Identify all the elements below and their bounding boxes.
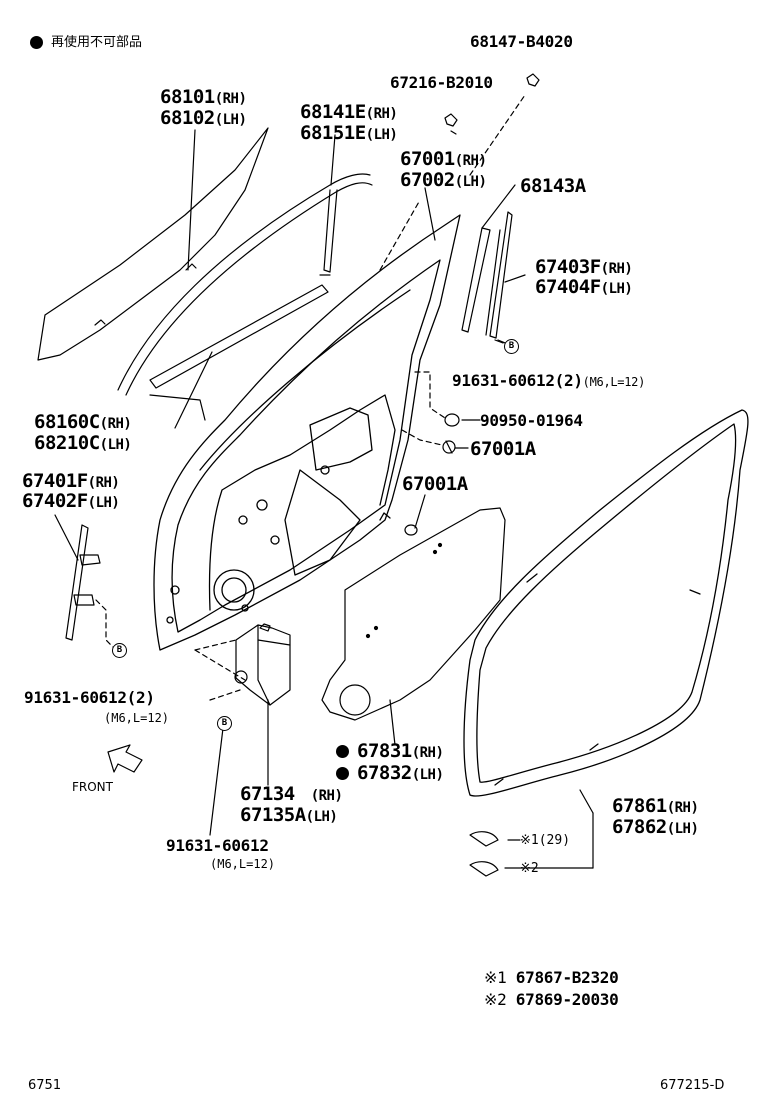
part-67135A: 67135A(LH) (240, 804, 338, 826)
door-glass-shape (37, 127, 269, 361)
part-67862: 67862(LH) (612, 816, 699, 838)
footnote-1: ※1 67867-B2320 (484, 968, 619, 987)
part-91631-upper: 91631-60612(2)(M6,L=12) (452, 371, 645, 390)
part-68151E: 68151E(LH) (300, 122, 398, 144)
part-91631-left: 91631-60612(2) (24, 688, 155, 707)
part-67001: 67001(RH) (400, 148, 487, 170)
clip-1-label: ※1(29) (520, 833, 571, 848)
part-90950: 90950-01964 (480, 411, 583, 430)
part-67001A-2: 67001A (402, 473, 468, 495)
part-68141E: 68141E(RH) (300, 101, 398, 123)
part-68147: 68147-B4020 (470, 32, 573, 51)
footer-left-code: 6751 (28, 1078, 62, 1093)
footer-right-code: 677215-D (660, 1078, 725, 1093)
part-67134: 67134(RH) (240, 783, 343, 805)
door-panel-shape (153, 214, 461, 651)
front-arrow-icon (107, 744, 143, 773)
part-68101: 68101(RH) (160, 86, 247, 108)
door-bracket-shape (234, 623, 291, 706)
part-67404F: 67404F(LH) (535, 276, 633, 298)
clip-2-label: ※2 (520, 861, 539, 876)
part-68160C: 68160C(RH) (34, 411, 132, 433)
part-67401F: 67401F(RH) (22, 470, 120, 492)
bolt-b-marker-2: B (112, 643, 127, 658)
leader-lines (54, 129, 594, 869)
part-67831: 67831(RH) (336, 742, 444, 761)
outer-weatherstrip-shape (461, 227, 491, 333)
part-67403F: 67403F(RH) (535, 256, 633, 278)
bolt-b-marker-3: B (217, 716, 232, 731)
legend-non-reusable: 再使用不可部品 (30, 31, 142, 50)
front-label: FRONT (72, 780, 113, 794)
part-67402F: 67402F(LH) (22, 490, 120, 512)
part-68102: 68102(LH) (160, 107, 247, 129)
part-67216: 67216-B2010 (390, 73, 493, 92)
clip-shapes (444, 73, 540, 135)
run-channel-shape (117, 173, 373, 396)
belt-moulding-shape (149, 284, 329, 389)
part-91631-bottom-spec: (M6,L=12) (210, 857, 276, 871)
rear-guide-rail-shape (65, 524, 101, 641)
part-91631-left-spec: (M6,L=12) (104, 711, 170, 725)
part-68143A: 68143A (520, 175, 586, 197)
part-91631-bottom: 91631-60612 (166, 836, 269, 855)
part-67001A-1: 67001A (470, 438, 536, 460)
part-67002: 67002(LH) (400, 169, 487, 191)
service-cover-shape (321, 507, 506, 721)
non-reusable-dot-icon (30, 36, 43, 49)
legend-text: 再使用不可部品 (51, 35, 143, 50)
glass-channel-shape (485, 211, 513, 344)
door-weatherstrip-shape (463, 409, 749, 797)
part-67861: 67861(RH) (612, 795, 699, 817)
footnote-2: ※2 67869-20030 (484, 990, 619, 1009)
part-68210C: 68210C(LH) (34, 432, 132, 454)
part-67832: 67832(LH) (336, 764, 444, 783)
bolt-b-marker-1: B (504, 339, 519, 354)
